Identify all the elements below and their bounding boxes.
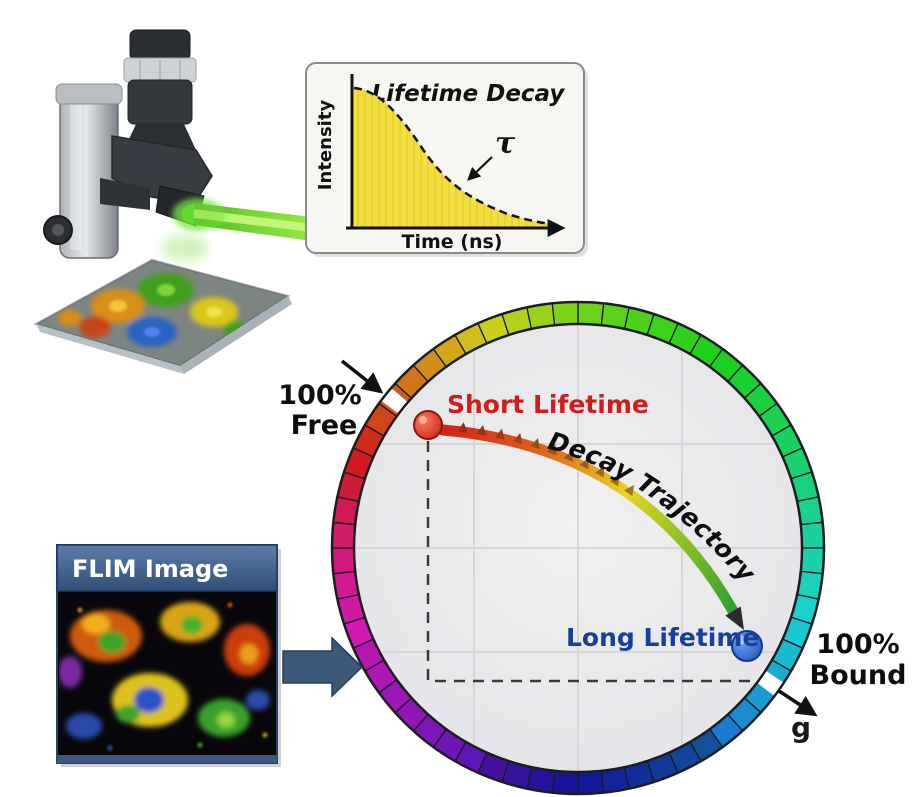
g-axis-label: g bbox=[791, 711, 811, 744]
x-axis-label: Time (ns) bbox=[402, 231, 503, 253]
lifetime-decay-chart: Lifetime Decay Intensity Time (ns) τ bbox=[305, 62, 588, 257]
sample-slide bbox=[33, 258, 292, 374]
flim-image-header bbox=[56, 544, 278, 592]
phasor-dashed-guides bbox=[426, 441, 764, 683]
short-lifetime-label: Short Lifetime bbox=[447, 390, 649, 419]
microscope-illustration bbox=[43, 29, 220, 259]
tau-label: τ bbox=[495, 126, 516, 161]
phasor-plot: Decay Trajectory Short Lifetime Long Lif… bbox=[278, 300, 907, 796]
excitation-beam bbox=[161, 199, 312, 262]
chart-title: Lifetime Decay bbox=[372, 81, 566, 107]
camera-module bbox=[123, 29, 197, 150]
short-lifetime-dot bbox=[413, 410, 443, 440]
y-axis-label: Intensity bbox=[315, 100, 336, 191]
bound-label-word: Bound bbox=[810, 660, 907, 691]
decay-curve-fill bbox=[354, 88, 558, 227]
bound-label-pct: 100% bbox=[816, 629, 899, 660]
flow-arrow bbox=[282, 636, 364, 698]
free-pointer-arrow bbox=[340, 359, 384, 394]
flim-image-title: FLIM Image bbox=[72, 555, 228, 583]
trajectory-serrations bbox=[457, 422, 634, 496]
flim-cells-illustration bbox=[59, 591, 275, 756]
flim-image-panel: FLIM Image bbox=[56, 544, 281, 767]
long-lifetime-label: Long Lifetime bbox=[566, 623, 759, 652]
trajectory-arrowhead bbox=[725, 606, 744, 630]
free-label-word: Free bbox=[291, 410, 358, 441]
sample-cells-illustration bbox=[36, 260, 288, 366]
long-lifetime-dot bbox=[731, 630, 763, 662]
free-label-pct: 100% bbox=[278, 380, 361, 411]
decay-curve-line bbox=[353, 86, 559, 227]
bound-pointer-arrow bbox=[778, 689, 818, 717]
focus-knob bbox=[43, 215, 73, 245]
tau-pointer-arrow bbox=[467, 156, 493, 181]
